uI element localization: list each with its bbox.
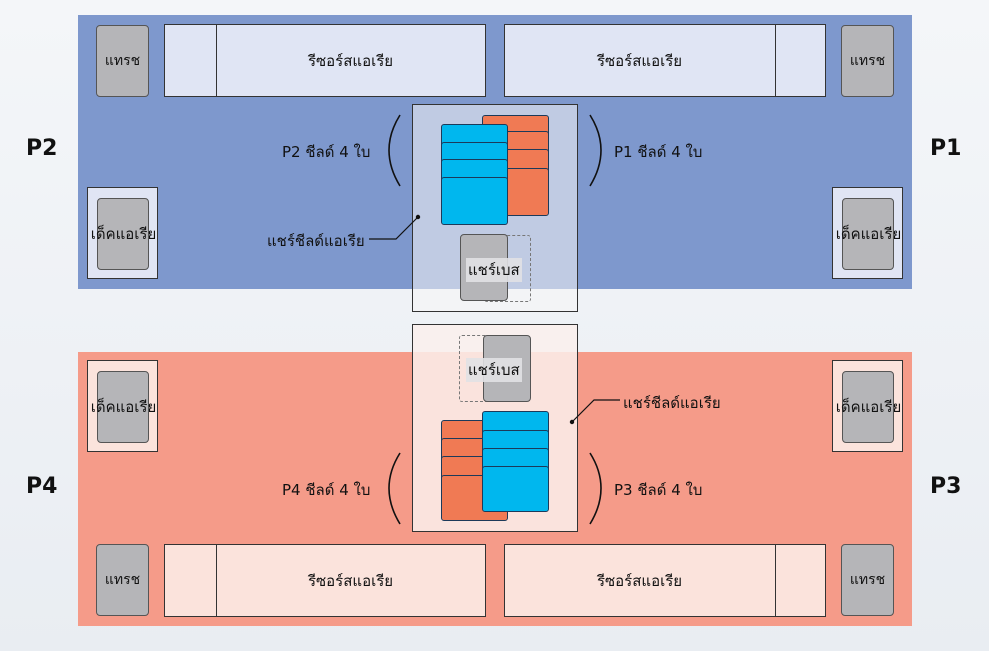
resource-area-label: รีซอร์สแอเรีย	[307, 571, 394, 590]
p2-shield-count: P2 ชีลด์ 4 ใบ	[282, 143, 371, 161]
share-base-label: แชร์เบส	[466, 258, 522, 282]
leader-dot-top	[415, 214, 421, 220]
p1-shield-count: P1 ชีลด์ 4 ใบ	[614, 143, 703, 161]
resource-slot-divider	[216, 25, 217, 96]
bracket-right-bottom	[589, 452, 602, 525]
deck-area-bottom-left[interactable]: เด็คแอเรีย	[87, 360, 158, 452]
deck-area-label: เด็คแอเรีย	[835, 398, 902, 416]
deck-card	[842, 198, 894, 270]
leader-line-bottom	[571, 399, 620, 423]
player-label-p4: P4	[26, 474, 58, 499]
resource-area-top-left[interactable]: รีซอร์สแอเรีย	[164, 24, 486, 97]
deck-area-label: เด็คแอเรีย	[90, 398, 157, 416]
player-label-p1: P1	[930, 136, 962, 161]
resource-slot-divider	[216, 545, 217, 616]
leader-dot-bottom	[569, 419, 575, 425]
resource-area-bottom-right[interactable]: รีซอร์สแอเรีย	[504, 544, 826, 617]
deck-card	[97, 371, 149, 443]
player-label-p3: P3	[930, 474, 962, 499]
trash-bottom-right[interactable]: แทรช	[841, 544, 894, 616]
shared-shield-area-label: แชร์ชีลด์แอเรีย	[623, 394, 721, 412]
bracket-left-bottom	[388, 452, 401, 525]
bracket-right-top	[589, 114, 602, 187]
trash-top-right[interactable]: แทรช	[841, 25, 894, 97]
player-label-p2: P2	[26, 136, 58, 161]
deck-area-top-right[interactable]: เด็คแอเรีย	[832, 187, 903, 279]
resource-area-label: รีซอร์สแอเรีย	[307, 51, 394, 70]
resource-area-label: รีซอร์สแอเรีย	[596, 571, 683, 590]
leader-line-top	[369, 216, 419, 240]
deck-card	[842, 371, 894, 443]
shared-shield-area-label: แชร์ชีลด์แอเรีย	[267, 232, 365, 250]
deck-area-label: เด็คแอเรีย	[835, 225, 902, 243]
resource-area-top-right[interactable]: รีซอร์สแอเรีย	[504, 24, 826, 97]
bracket-left-top	[388, 114, 401, 187]
resource-slot-divider	[775, 25, 776, 96]
resource-area-bottom-left[interactable]: รีซอร์สแอเรีย	[164, 544, 486, 617]
resource-slot-divider	[775, 545, 776, 616]
deck-area-bottom-right[interactable]: เด็คแอเรีย	[832, 360, 903, 452]
p4-shield-count: P4 ชีลด์ 4 ใบ	[282, 481, 371, 499]
p3-shield-count: P3 ชีลด์ 4 ใบ	[614, 481, 703, 499]
resource-area-label: รีซอร์สแอเรีย	[596, 51, 683, 70]
share-base-label: แชร์เบส	[466, 358, 522, 382]
shield-card-p2	[441, 177, 508, 225]
deck-card	[97, 198, 149, 270]
deck-area-label: เด็คแอเรีย	[90, 225, 157, 243]
trash-bottom-left[interactable]: แทรช	[96, 544, 149, 616]
trash-top-left[interactable]: แทรช	[96, 25, 149, 97]
shield-card-p3	[482, 466, 549, 512]
deck-area-top-left[interactable]: เด็คแอเรีย	[87, 187, 158, 279]
